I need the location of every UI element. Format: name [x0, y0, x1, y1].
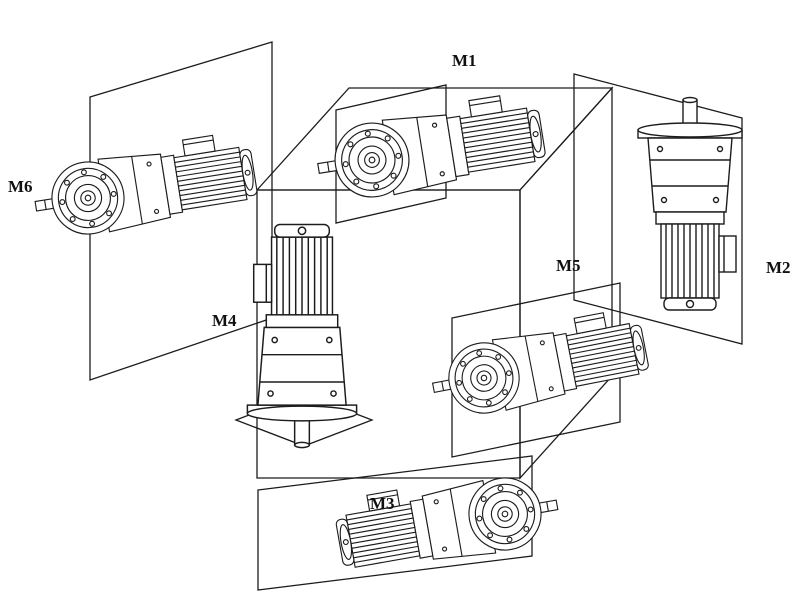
- gear-motor-m2-drawing: [637, 96, 743, 311]
- mounting-plane-m3: [257, 455, 533, 591]
- gear-motor-m4-drawing: [246, 223, 358, 449]
- label-m5: M5: [556, 256, 581, 275]
- gear-motor-m6-drawing: [28, 129, 261, 244]
- label-m6: M6: [8, 177, 33, 196]
- label-m1: M1: [452, 51, 477, 70]
- mounting-plane-m5: [451, 282, 621, 458]
- gear-motor-m3-drawing: [331, 462, 564, 580]
- label-m2: M2: [766, 258, 791, 277]
- label-m4: M4: [212, 311, 237, 330]
- label-m3: M3: [370, 494, 395, 513]
- mounting-plane-m1: [335, 84, 447, 224]
- gear-motor-m5-drawing: [425, 305, 653, 424]
